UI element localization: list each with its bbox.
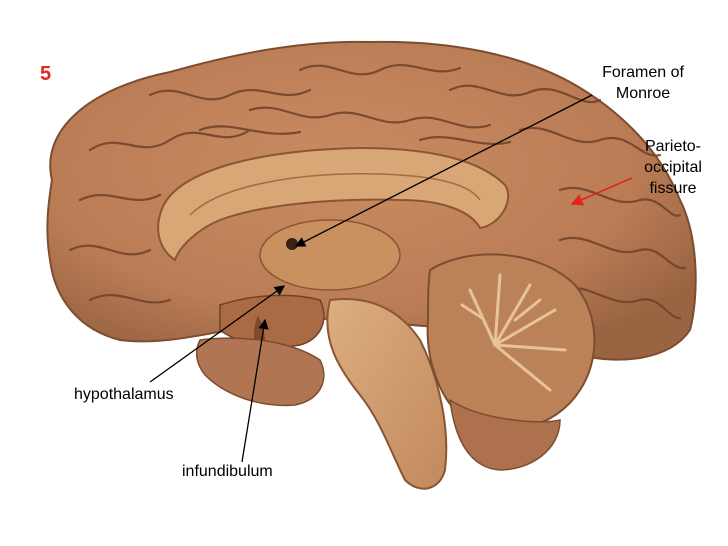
foramen-pointer <box>294 94 593 247</box>
parieto-label-line2: occipital <box>644 159 702 176</box>
corpus-callosum <box>157 146 510 262</box>
lower-cerebellum <box>449 398 561 471</box>
slide-number: 5 <box>40 63 52 85</box>
foramen-label-line1: Foramen of <box>602 64 684 81</box>
brainstem <box>326 298 448 490</box>
parieto-label-line3: fissure <box>649 180 697 197</box>
foramen-label-line2: Monroe <box>615 85 671 102</box>
hypothalamus-label: hypothalamus <box>74 386 174 403</box>
infundibulum-label: infundibulum <box>182 463 273 480</box>
infundibulum-pointer <box>241 318 269 463</box>
foramen-of-monroe <box>286 238 298 250</box>
arbor-vitae <box>460 273 567 392</box>
parieto-pointer <box>570 177 633 206</box>
parieto-label-line1: Parieto- <box>644 138 702 155</box>
thalamus <box>259 219 401 291</box>
parieto-occipital-fissure-label: Parieto- occipital fissure <box>628 136 718 199</box>
gyri-texture <box>68 64 687 320</box>
hypothalamus-pointer <box>149 285 286 383</box>
cerebellum <box>426 253 596 431</box>
temporal-lobe <box>195 337 325 407</box>
foramen-of-monroe-label: Foramen of Monroe <box>588 62 698 104</box>
